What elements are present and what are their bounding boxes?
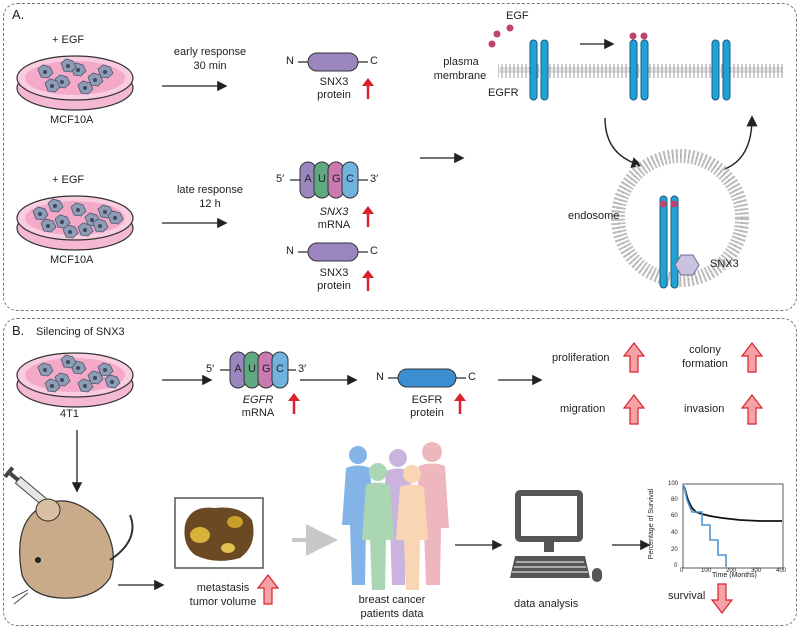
km-ytick: 20 (671, 547, 678, 553)
migration-label: migration (560, 403, 606, 415)
endosome-label: endosome (568, 210, 620, 222)
egfr-base-c: C (276, 363, 284, 375)
egfr-protein-n: N (376, 371, 384, 383)
egfr-base-g: G (262, 363, 271, 375)
dish1-cell-line: MCF10A (50, 114, 94, 126)
snx3-protein-early (298, 52, 376, 101)
metastasis-label-2: tumor volume (189, 596, 257, 608)
patients-label-1: breast cancer (358, 594, 426, 606)
invasion-label: invasion (684, 403, 725, 415)
petri-dish-2 (16, 195, 134, 251)
snx3-mrna-name: SNX3 (319, 206, 349, 218)
late-label-1: late response (176, 184, 244, 196)
panel-b (3, 318, 797, 626)
mrna-five-prime: 5′ (276, 173, 285, 185)
panel-a-label: A. (12, 7, 25, 22)
snx3-protein-late-name: SNX3 (319, 267, 349, 279)
patients-silhouettes (342, 442, 449, 590)
egfr-mrna-three: 3′ (298, 363, 307, 375)
egfr-protein-sub: protein (410, 407, 444, 419)
cell-line-4t1: 4T1 (60, 408, 79, 420)
km-ytick: 60 (671, 513, 678, 519)
snx3-mrna (290, 161, 376, 229)
protein-n-terminus: N (286, 55, 294, 67)
endosome-snx3-label: SNX3 (710, 258, 739, 270)
patients-label-2: patients data (360, 608, 424, 620)
early-label-2: 30 min (193, 60, 227, 72)
egfr-protein (388, 368, 468, 416)
plasma-label-2: membrane (433, 70, 487, 82)
protein-late-c: C (370, 245, 378, 257)
egfr-base-a: A (234, 363, 242, 375)
colony-label-1: colony (689, 344, 721, 356)
early-label-1: early response (173, 46, 247, 58)
mrna-base-u: U (318, 173, 326, 185)
km-ytick: 100 (668, 481, 679, 487)
snx3-protein-late (298, 242, 376, 293)
egfr-protein-c: C (468, 371, 476, 383)
km-ytick: 40 (671, 530, 678, 536)
km-xtick: 300 (751, 568, 762, 574)
metastasis-label-1: metastasis (196, 582, 250, 594)
mrna-base-a: A (304, 173, 312, 185)
dish2-treatment: + EGF (52, 174, 85, 186)
endosome (611, 149, 749, 289)
km-ytick: 0 (674, 563, 678, 569)
egfr-mrna-sub: mRNA (241, 407, 275, 419)
panel-b-label: B. (12, 323, 25, 338)
egfr-mrna (220, 351, 302, 416)
plasma-label-1: plasma (443, 56, 479, 68)
data-analysis-label: data analysis (514, 598, 579, 610)
tumor-photo (174, 497, 264, 569)
mrna-base-g: G (332, 173, 341, 185)
km-xtick: 400 (776, 568, 787, 574)
km-ytick: 80 (671, 497, 678, 503)
colony-label-2: formation (682, 358, 728, 370)
mouse-icon (11, 498, 134, 605)
dish2-cell-line: MCF10A (50, 254, 94, 266)
km-chart (682, 483, 784, 569)
petri-dish-1 (16, 55, 134, 111)
snx3-mrna-sub: mRNA (317, 219, 351, 231)
km-xtick: 100 (701, 568, 712, 574)
km-x-axis-label: Time (Months) (712, 572, 757, 579)
plasma-membrane (488, 24, 783, 101)
mrna-three-prime: 3′ (370, 173, 379, 185)
egfr-protein-name: EGFR (411, 394, 443, 406)
proliferation-label: proliferation (552, 352, 610, 364)
egfr-mrna-five: 5′ (206, 363, 215, 375)
snx3-protein-sub: protein (317, 89, 351, 101)
protein-c-terminus: C (370, 55, 378, 67)
computer-icon (510, 490, 602, 582)
egfr-base-u: U (248, 363, 256, 375)
snx3-protein-name: SNX3 (319, 76, 349, 88)
panel-b-title: Silencing of SNX3 (36, 326, 125, 338)
km-y-axis-label: Percentage of Survival (648, 488, 656, 560)
survival-label: survival (668, 590, 706, 602)
protein-late-n: N (286, 245, 294, 257)
egfr-mrna-name: EGFR (242, 394, 274, 406)
snx3-protein-late-sub: protein (317, 280, 351, 292)
panel-a (3, 3, 797, 311)
egfr-label: EGFR (488, 87, 519, 99)
dish1-treatment: + EGF (52, 34, 85, 46)
egf-label: EGF (506, 10, 529, 22)
petri-dish-3 (16, 352, 134, 408)
late-label-2: 12 h (199, 198, 221, 210)
mrna-base-c: C (346, 173, 354, 185)
km-xtick: 200 (726, 568, 737, 574)
km-xtick: 0 (680, 568, 684, 574)
